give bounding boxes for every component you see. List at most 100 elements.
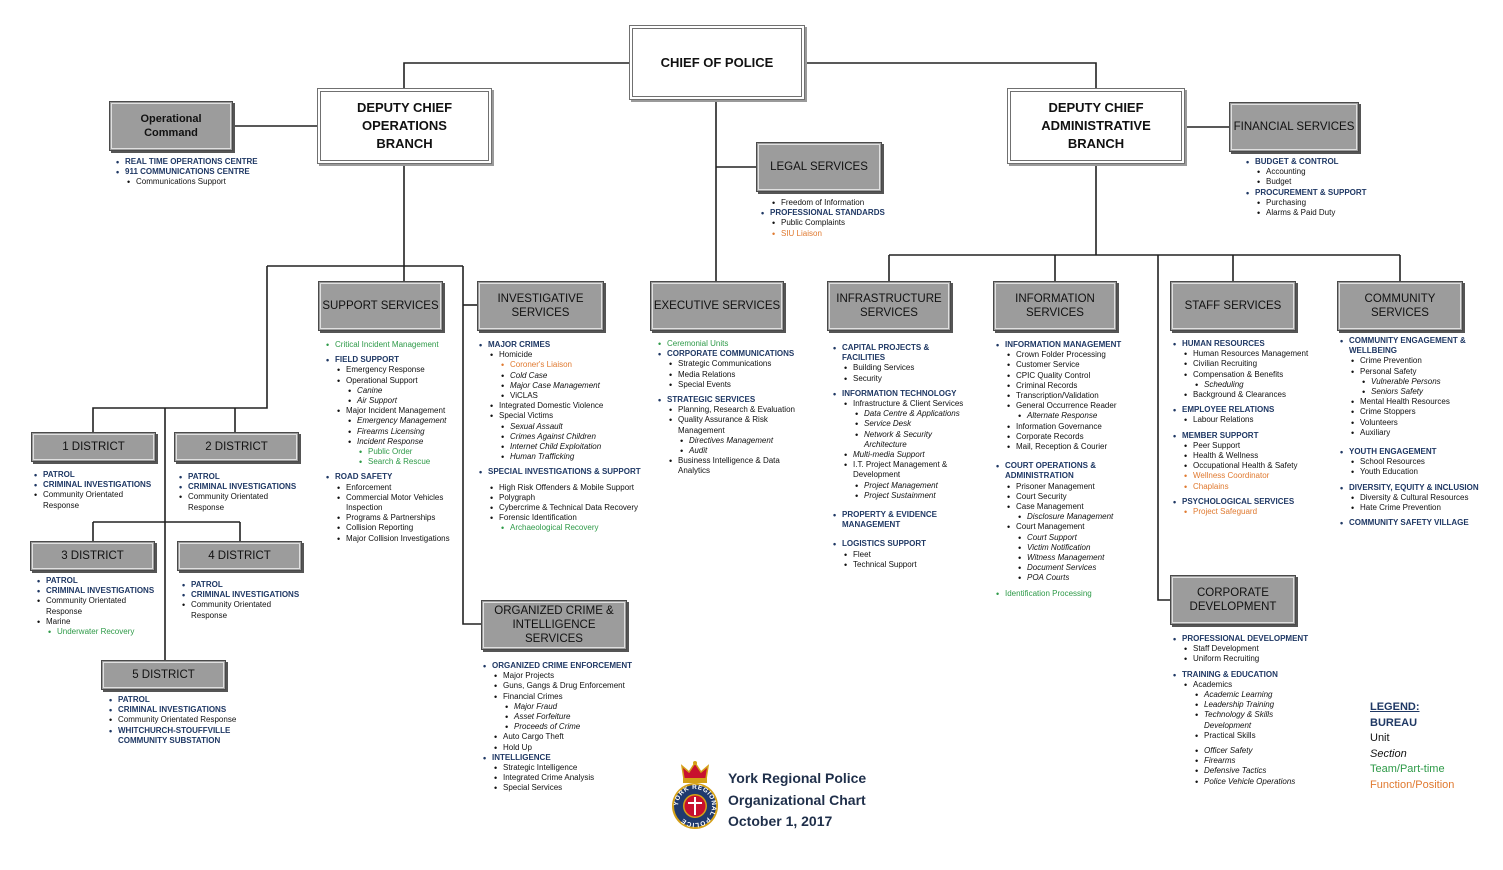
- executive-list-item: Ceremonial Units: [657, 339, 802, 349]
- information-list-item: Court Security: [1006, 492, 1130, 502]
- infrastructure-list-item: I.T. Project Management & Development: [843, 460, 972, 480]
- investigative-list-item: Cybercrime & Technical Data Recovery: [489, 503, 653, 513]
- investigative-list-item: MAJOR CRIMES: [478, 340, 653, 350]
- corporate-list-item: Uniform Recruiting: [1183, 654, 1312, 664]
- corporate-list-item: Academic Learning: [1194, 690, 1312, 700]
- legend-title: LEGEND:: [1370, 701, 1420, 713]
- operational-command-box: Operational Command: [109, 101, 233, 151]
- operational-list-item: REAL TIME OPERATIONS CENTRE: [115, 157, 275, 167]
- information-list-item: COURT OPERATIONS & ADMINISTRATION: [995, 461, 1130, 481]
- financial-list-item: Accounting: [1256, 167, 1385, 177]
- financial-list-item: Budget: [1256, 177, 1385, 187]
- infrastructure-list-item: Technical Support: [843, 560, 972, 570]
- corporate-list-item: Firearms: [1194, 756, 1312, 766]
- district-1-box: 1 DISTRICT: [31, 432, 156, 462]
- infrastructure-list-item: Project Sustainment: [854, 491, 972, 501]
- information-list-item: Document Services: [1017, 563, 1130, 573]
- investigative-list-item: Homicide: [489, 350, 653, 360]
- community-services-box: COMMUNITY SERVICES: [1337, 281, 1463, 331]
- information-list-item: Alternate Response: [1017, 411, 1130, 421]
- organized-list-item: Auto Cargo Theft: [493, 732, 637, 742]
- community-services-list: COMMUNITY ENGAGEMENT & WELLBEINGCrime Pr…: [1339, 336, 1479, 529]
- executive-list-item: Planning, Research & Evaluation: [668, 405, 802, 415]
- d3-list-item: Marine: [36, 617, 161, 627]
- investigative-list-item: Archaeological Recovery: [500, 523, 653, 533]
- investigative-list-item: High Risk Offenders & Mobile Support: [489, 483, 653, 493]
- information-list-item: Customer Service: [1006, 360, 1130, 370]
- corporate-list-item: Academics: [1183, 680, 1312, 690]
- staff-services-list: HUMAN RESOURCESHuman Resources Managemen…: [1172, 339, 1312, 517]
- infrastructure-list-item: LOGISTICS SUPPORT: [832, 539, 972, 549]
- support-services-list: Critical Incident ManagementFIELD SUPPOR…: [325, 340, 465, 544]
- information-list-item: Court Management: [1006, 522, 1130, 532]
- corporate-list-item: Defensive Tactics: [1194, 766, 1312, 776]
- investigative-list-item: Cold Case: [500, 371, 653, 381]
- information-list-item: Mail, Reception & Courier: [1006, 442, 1130, 452]
- wire-corporate: [1157, 255, 1170, 601]
- executive-list-item: Directives Management: [679, 436, 802, 446]
- staff-list-item: Wellness Coordinator: [1183, 471, 1312, 481]
- organized-list-item: Guns, Gangs & Drug Enforcement: [493, 681, 637, 691]
- corporate-list-item: Officer Safety: [1194, 746, 1312, 756]
- information-list-item: Crown Folder Processing: [1006, 350, 1130, 360]
- d5-list-item: CRIMINAL INVESTIGATIONS: [108, 705, 238, 715]
- community-list-item: COMMUNITY SAFETY VILLAGE: [1339, 518, 1479, 528]
- d5-list-item: Community Orientated Response: [108, 715, 238, 725]
- organized-list-item: Proceeds of Crime: [504, 722, 637, 732]
- d1-list-item: PATROL: [33, 470, 158, 480]
- information-list-item: Transcription/Validation: [1006, 391, 1130, 401]
- support-list-item: Collision Reporting: [336, 523, 465, 533]
- community-list-item: Volunteers: [1350, 418, 1479, 428]
- investigative-list-item: SPECIAL INVESTIGATIONS & SUPPORT: [478, 467, 653, 477]
- information-list-item: Case Management: [1006, 502, 1130, 512]
- chart-title-block: York Regional Police Organizational Char…: [728, 768, 866, 833]
- executive-list-item: Media Relations: [668, 370, 802, 380]
- infrastructure-list-item: Fleet: [843, 550, 972, 560]
- corporate-development-list: PROFESSIONAL DEVELOPMENTStaff Developmen…: [1172, 634, 1312, 787]
- infrastructure-list-item: Network & Security Architecture: [854, 430, 972, 450]
- information-list-item: INFORMATION MANAGEMENT: [995, 340, 1130, 350]
- district-5-box: 5 DISTRICT: [101, 660, 226, 690]
- investigative-list-item: Human Trafficking: [500, 452, 653, 462]
- d3-list-item: Underwater Recovery: [47, 627, 161, 637]
- staff-list-item: Human Resources Management: [1183, 349, 1312, 359]
- organized-crime-box: ORGANIZED CRIME & INTELLIGENCE SERVICES: [481, 600, 627, 650]
- investigative-list-item: Crimes Against Children: [500, 432, 653, 442]
- organized-list-item: Major Projects: [493, 671, 637, 681]
- information-list-item: Witness Management: [1017, 553, 1130, 563]
- support-list-item: Firearms Licensing: [347, 427, 465, 437]
- investigative-list-item: Internet Child Exploitation: [500, 442, 653, 452]
- corporate-development-box: CORPORATE DEVELOPMENT: [1170, 575, 1296, 625]
- staff-services-box: STAFF SERVICES: [1170, 281, 1296, 331]
- district-2-box: 2 DISTRICT: [174, 432, 299, 462]
- support-list-item: Search & Rescue: [358, 457, 465, 467]
- organized-list-item: Special Services: [493, 783, 637, 793]
- wire-district34: [92, 521, 241, 541]
- support-list-item: Programs & Partnerships: [336, 513, 465, 523]
- investigative-list-item: Coroner's Liaison: [500, 360, 653, 370]
- financial-services-list: BUDGET & CONTROLAccountingBudgetPROCUREM…: [1245, 157, 1385, 218]
- legal-services-box: LEGAL SERVICES: [756, 142, 882, 192]
- d5-list-item: WHITCHURCH-STOUFFVILLE COMMUNITY SUBSTAT…: [108, 726, 238, 746]
- corporate-list-item: TRAINING & EDUCATION: [1172, 670, 1312, 680]
- district-3-box: 3 DISTRICT: [30, 541, 155, 571]
- investigative-services-list: MAJOR CRIMESHomicideCoroner's LiaisonCol…: [478, 340, 653, 534]
- information-list-item: Disclosure Management: [1017, 512, 1130, 522]
- community-list-item: Mental Health Resources: [1350, 397, 1479, 407]
- legend-bureau: BUREAU: [1370, 716, 1418, 729]
- district-2-list: PATROLCRIMINAL INVESTIGATIONSCommunity O…: [178, 472, 303, 513]
- community-list-item: Diversity & Cultural Resources: [1350, 493, 1479, 503]
- investigative-list-item: Polygraph: [489, 493, 653, 503]
- support-list-item: Major Incident Management: [336, 406, 465, 416]
- support-list-item: Incident Response: [347, 437, 465, 447]
- financial-list-item: BUDGET & CONTROL: [1245, 157, 1385, 167]
- legal-list-item: Freedom of Information: [771, 198, 910, 208]
- legal-list-item: SIU Liaison: [771, 229, 910, 239]
- d1-list-item: Community Orientated Response: [33, 490, 158, 510]
- d4-list-item: Community Orientated Response: [181, 600, 306, 620]
- legal-list-item: Public Complaints: [771, 218, 910, 228]
- investigative-list-item: ViCLAS: [500, 391, 653, 401]
- district-4-list: PATROLCRIMINAL INVESTIGATIONSCommunity O…: [181, 580, 306, 621]
- organized-crime-list: ORGANIZED CRIME ENFORCEMENTMajor Project…: [482, 661, 637, 794]
